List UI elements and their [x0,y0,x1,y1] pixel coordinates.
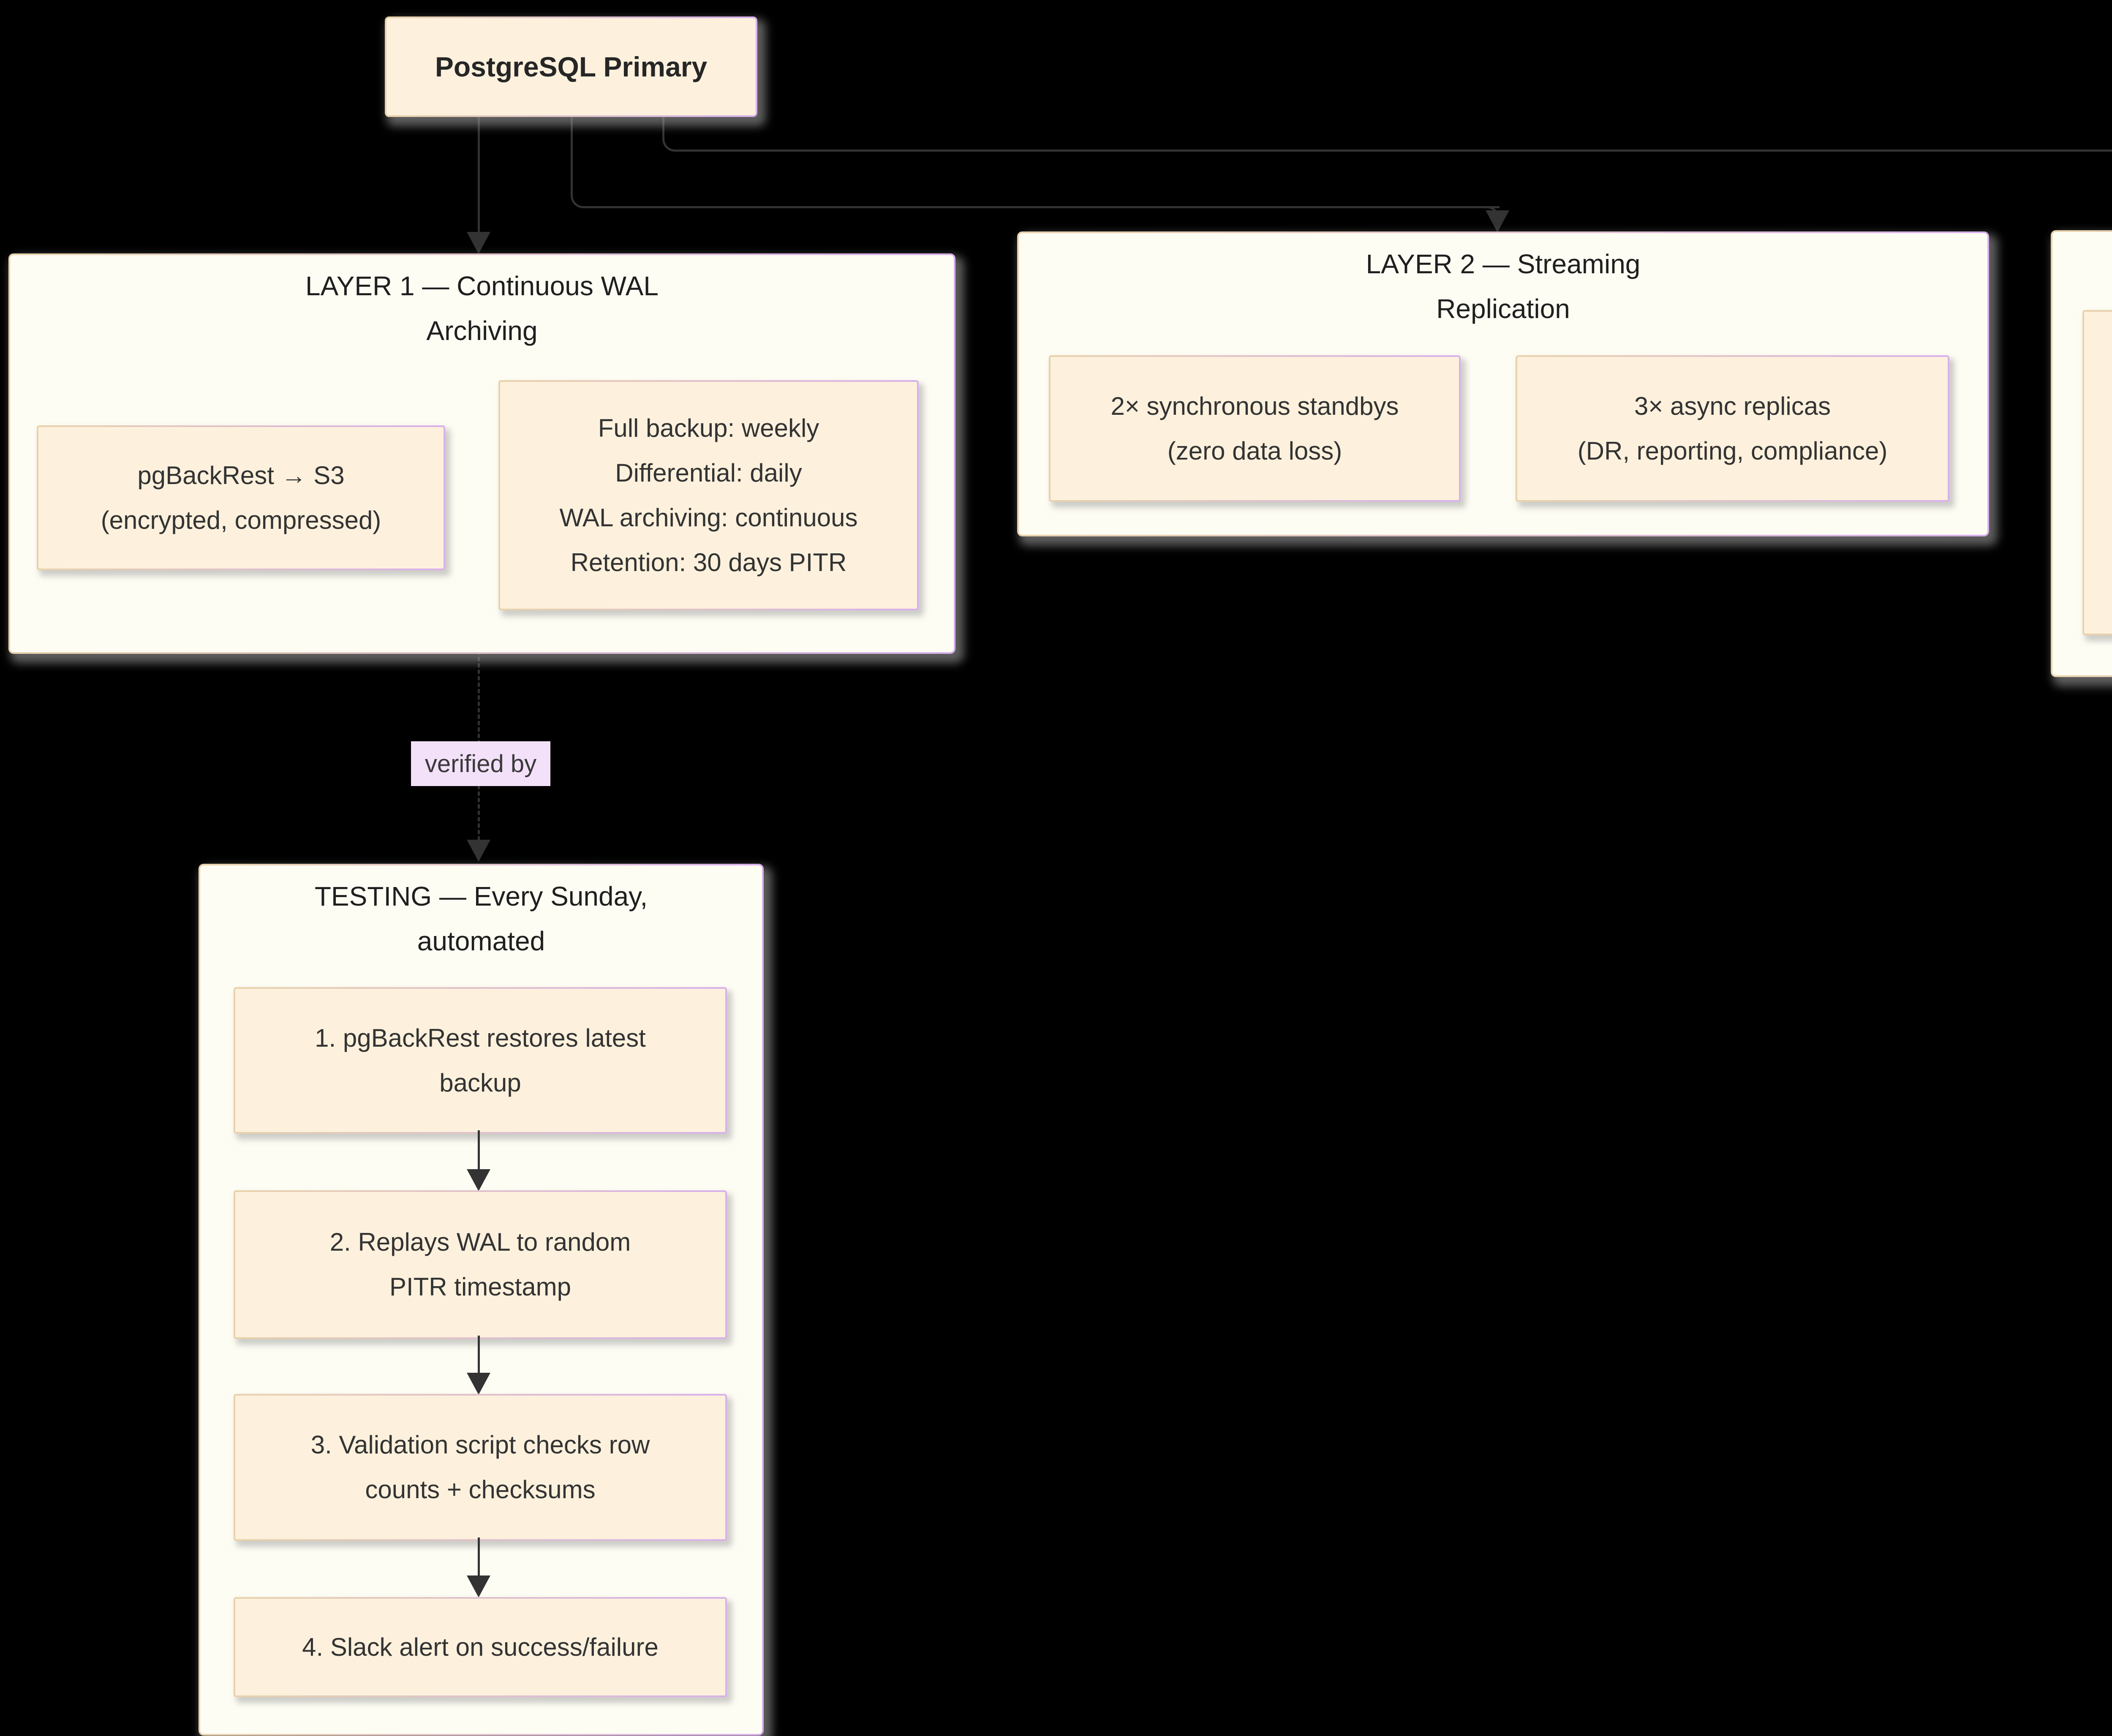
node-text-line: PITR timestamp [389,1273,572,1301]
arrowhead-icon [467,1575,490,1597]
arrowhead-icon [467,232,490,254]
container-title-line: LAYER 1 — Continuous WAL [305,271,659,301]
edge-primary-to-layer2 [571,114,1500,208]
container-title-line: Replication [1436,294,1570,324]
arrowhead-icon [467,1373,490,1395]
node-text-line: pgBackRest → S3 [137,461,345,490]
testing-step-2: 2. Replays WAL to random PITR timestamp [234,1190,727,1339]
node-text-line: 2× synchronous standbys [1110,392,1399,420]
node-async-replicas: 3× async replicas (DR, reporting, compli… [1516,355,1949,502]
node-text-line: backup [439,1068,521,1097]
testing-title: TESTING — Every Sunday, automated [200,874,762,963]
layer1-title: LAYER 1 — Continuous WAL Archiving [10,264,954,353]
edge-step1-to-step2 [478,1130,480,1171]
testing-step-3: 3. Validation script checks row counts +… [234,1394,727,1541]
container-title-line: LAYER 3 — Logical Backups [2052,240,2112,285]
node-text-line: counts + checksums [365,1475,596,1504]
edge-label-text: verified by [425,750,537,778]
edge-step3-to-step4 [478,1537,480,1577]
node-text-line: WAL archiving: continuous [559,503,858,532]
node-text-line: (DR, reporting, compliance) [1577,436,1888,465]
container-title-line: automated [417,926,545,956]
node-text-line: 1. pgBackRest restores latest [315,1023,646,1052]
node-pgbackrest-s3: pgBackRest → S3 (encrypted, compressed) [37,425,445,570]
testing-step-4: 4. Slack alert on success/failure [234,1597,727,1697]
node-text-line: 3× async replicas [1634,392,1831,420]
node-text-line: (encrypted, compressed) [101,506,381,534]
node-text-line: Retention: 30 days PITR [570,548,847,577]
edge-primary-to-layer1 [478,114,480,235]
layer2-title: LAYER 2 — Streaming Replication [1019,242,1987,331]
node-text-line: Full backup: weekly [598,414,819,442]
container-title-line: LAYER 2 — Streaming [1366,249,1641,279]
node-text-line: 2. Replays WAL to random [329,1228,631,1256]
node-backup-schedule: Full backup: weekly Differential: daily … [498,380,919,610]
node-text-line: (zero data loss) [1167,436,1342,465]
node-sync-standbys: 2× synchronous standbys (zero data loss) [1049,355,1461,502]
edge-step2-to-step3 [478,1336,480,1374]
node-text-line: Differential: daily [615,458,802,487]
edge-label-verified-by: verified by [411,741,550,786]
arrowhead-icon [1486,210,1509,232]
container-title-line: Archiving [426,316,538,346]
edge-primary-to-layer3 [662,114,2112,152]
node-text-line: 3. Validation script checks row [310,1431,650,1459]
node-text-line: 4. Slack alert on success/failure [302,1633,659,1661]
node-postgresql-primary: PostgreSQL Primary [385,16,757,117]
container-title-line: TESTING — Every Sunday, [314,881,648,912]
node-pgdump-weekly: pg_dump weekly (reference data, config t… [2082,310,2112,635]
layer3-title: LAYER 3 — Logical Backups [2052,240,2112,285]
arrowhead-icon [467,1169,490,1191]
testing-step-1: 1. pgBackRest restores latest backup [234,987,727,1134]
primary-label: PostgreSQL Primary [435,51,708,82]
arrowhead-icon [467,840,490,862]
